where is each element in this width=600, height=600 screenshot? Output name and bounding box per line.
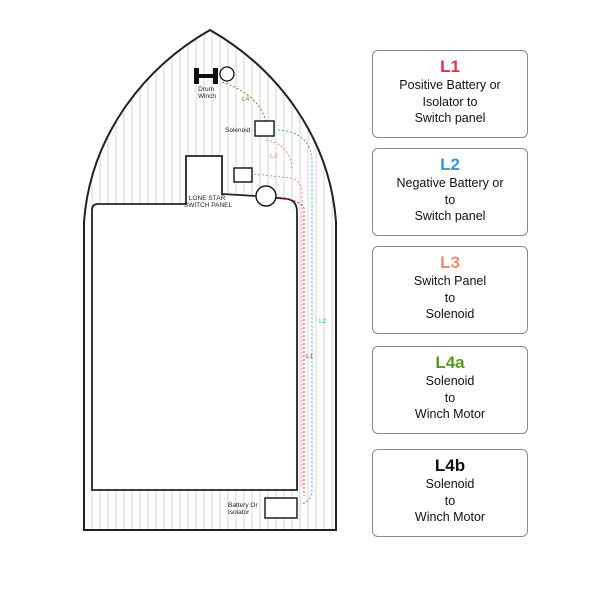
switch-panel-label: LONE STAR SWITCH PANEL (184, 195, 233, 209)
legend-text: to (444, 390, 456, 405)
legend-text: Solenoid (425, 307, 475, 321)
legend-text: Negative Battery or (396, 176, 504, 190)
solenoid-label: Solenoid (225, 127, 251, 134)
legend-text: to (444, 290, 456, 305)
legend-code-l4a: L4a (435, 353, 465, 372)
wire-l3-solenoid (265, 139, 293, 169)
legend-text: Positive Battery or (399, 78, 501, 92)
legend-text: Solenoid (425, 477, 475, 491)
legend-text: to (444, 493, 456, 508)
legend-code-l2: L2 (440, 155, 460, 174)
legend-text: Switch panel (414, 209, 486, 223)
legend-text: Switch Panel (413, 274, 487, 288)
legend-code-l1: L1 (440, 57, 460, 76)
battery-box (264, 497, 298, 519)
wire-l3 (253, 173, 303, 488)
drum-winch-label: Drum Winch (198, 86, 216, 100)
legend-text: Switch panel (414, 111, 486, 125)
wire-label-l1: L1 (306, 353, 314, 360)
legend-text: to (444, 192, 456, 207)
battery-label: Battery Or Isolator (228, 502, 259, 516)
legend-text: Winch Motor (414, 510, 486, 524)
legend-box-l2: L2 Negative Battery or to Switch panel (372, 148, 528, 236)
legend-box-l4b: L4b Solenoid to Winch Motor (372, 449, 528, 537)
panel-breaker-icon (255, 185, 277, 207)
legend-text: Winch Motor (414, 407, 486, 421)
legend-text: Isolator to (422, 94, 478, 109)
legend-box-l1: L1 Positive Battery or Isolator to Switc… (372, 50, 528, 138)
legend-code-l3: L3 (440, 253, 460, 272)
legend-box-l4a: L4a Solenoid to Winch Motor (372, 346, 528, 434)
boat-diagram: Drum Winch Solenoid LONE STAR SWITCH PAN… (83, 28, 337, 531)
wire-label-l3: L3 (270, 153, 278, 160)
wire-label-l4: L4 (242, 96, 250, 103)
switch-panel-box (233, 167, 253, 183)
hull-outline (83, 28, 337, 531)
drum-winch-icon (194, 66, 235, 84)
solenoid-box (254, 120, 275, 137)
wire-label-l2: L2 (319, 318, 327, 325)
legend-code-l4b: L4b (434, 456, 466, 475)
wire-l4 (221, 81, 267, 123)
wire-l2 (277, 129, 313, 505)
legend-box-l3: L3 Switch Panel to Solenoid (372, 246, 528, 334)
cabin-outline (91, 155, 298, 491)
legend-text: Solenoid (425, 374, 475, 388)
